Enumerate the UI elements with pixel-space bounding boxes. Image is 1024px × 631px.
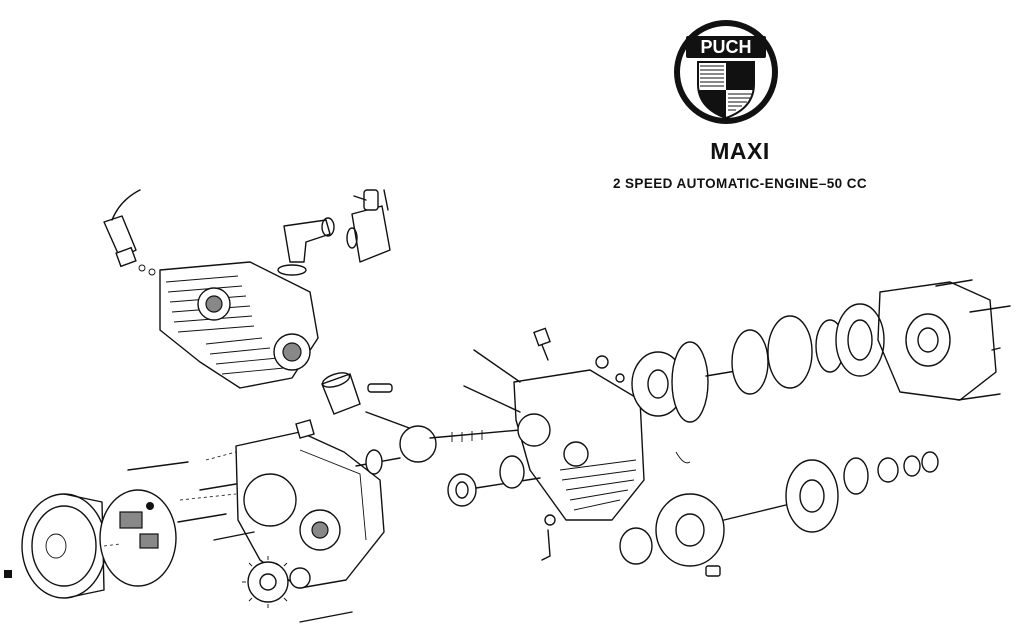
case-bolts-icon [4, 461, 353, 623]
alignment-lines [103, 451, 237, 547]
spark-plug-cap-icon [103, 189, 156, 276]
piston-icon [321, 372, 393, 415]
stator-plate-icon [99, 489, 177, 587]
clutch-assembly-icon [595, 303, 885, 423]
center-crankcase-icon [463, 327, 645, 521]
logo-text: PUCH [700, 37, 751, 57]
main-shaft-gears-icon [619, 451, 939, 577]
crankshaft-icon [355, 411, 521, 475]
intake-elbow-icon [277, 217, 335, 276]
carburetor-icon [346, 189, 391, 263]
puch-logo-icon: PUCH [674, 20, 778, 124]
engine-description: 2 SPEED AUTOMATIC-ENGINE–50 CC [612, 176, 868, 191]
left-crankcase-icon [235, 419, 385, 589]
sprocket-icon [242, 556, 311, 608]
bearing-gear-icon [447, 455, 556, 561]
flywheel-icon [21, 493, 107, 599]
cylinder-head-icon [159, 261, 319, 389]
right-cover-icon [877, 279, 1011, 401]
model-title: MAXI [710, 138, 770, 164]
